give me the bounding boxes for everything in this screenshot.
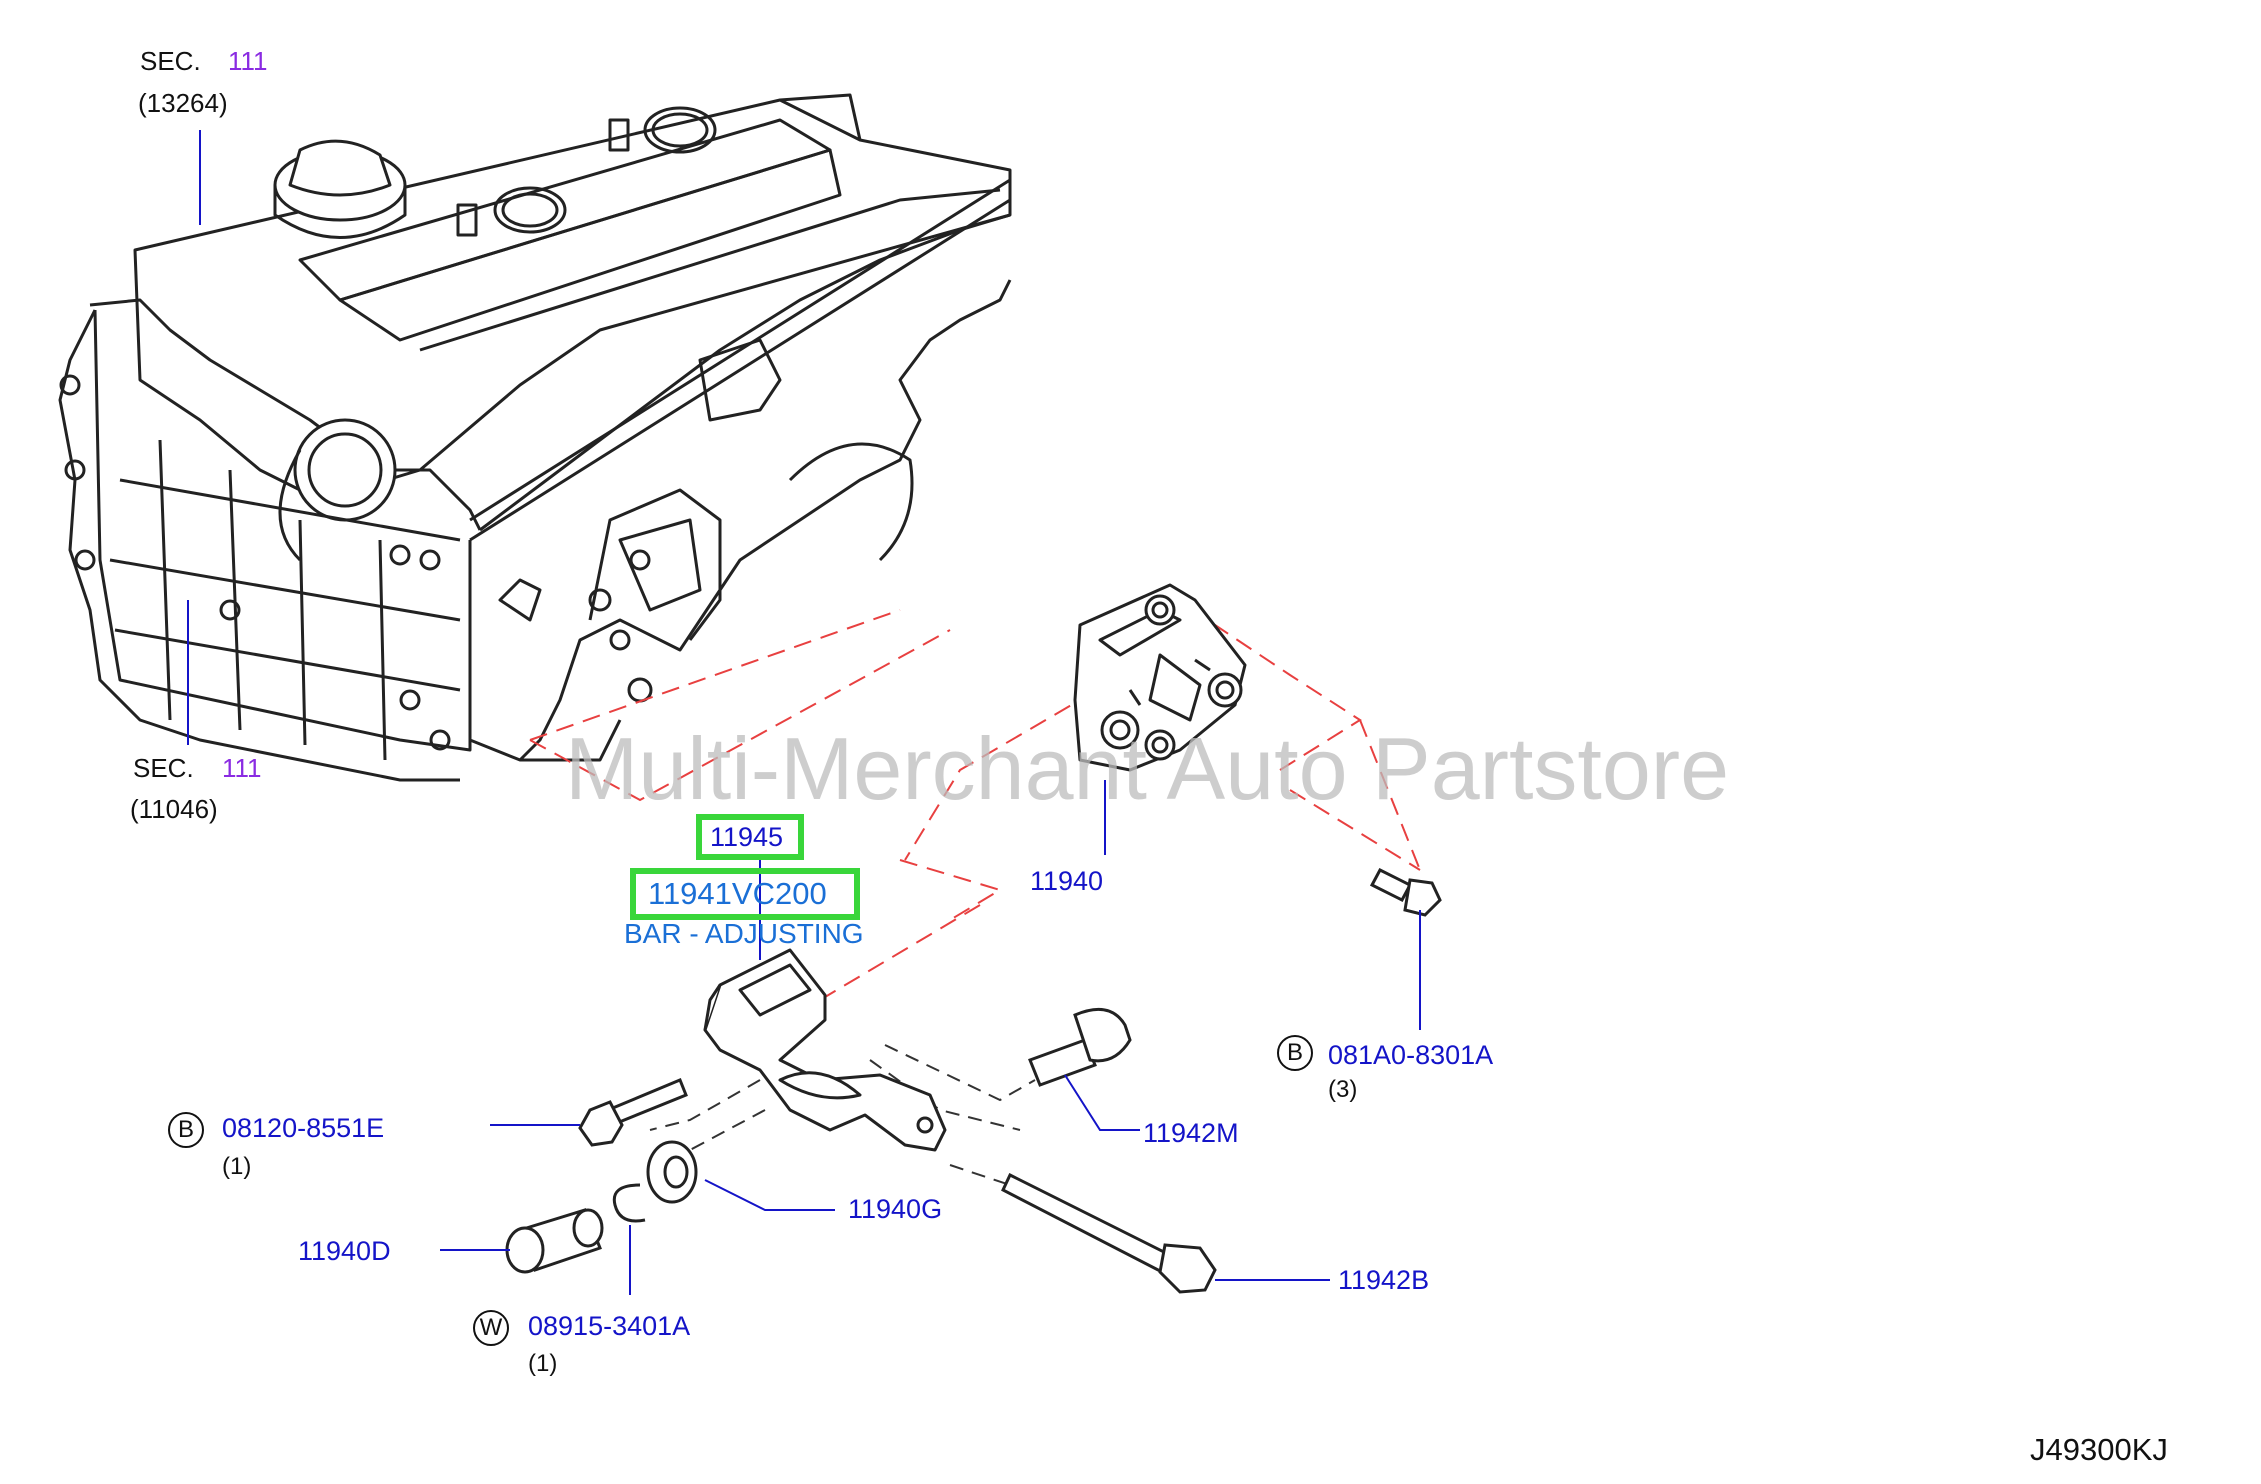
bolt-marker-b-circle-left: B	[168, 1112, 204, 1148]
bolt-11942b-drawing	[1001, 1172, 1217, 1294]
rocker-cover-drawing	[58, 93, 1012, 782]
sec-prefix-bottom: SEC.	[133, 753, 194, 783]
part-11940-link[interactable]: 11940	[1030, 866, 1104, 896]
bolt-marker-b-circle: B	[1277, 1035, 1313, 1071]
part-08120-8551e-link[interactable]: 08120-8551E	[222, 1113, 385, 1143]
part-08915-3401a-link[interactable]: 08915-3401A	[528, 1311, 691, 1341]
qty-08915: (1)	[528, 1350, 558, 1377]
part-11945-link[interactable]: 11945	[710, 822, 784, 852]
washer-11940g-drawing	[646, 1140, 698, 1204]
sec-ref-top: (13264)	[138, 88, 228, 118]
part-11942m-link[interactable]: 11942M	[1143, 1118, 1239, 1148]
sec-prefix-top: SEC.	[140, 46, 201, 76]
part-11941vc200-link[interactable]: 11941VC200	[648, 876, 827, 911]
sec-ref-bottom: (11046)	[130, 794, 218, 824]
flange-bolt-081a0-drawing	[1369, 868, 1442, 917]
sec-number-bottom-link[interactable]: 111	[222, 753, 262, 783]
mounting-bracket-drawing	[1073, 583, 1247, 772]
adjusting-bar-drawing	[703, 948, 947, 1152]
qty-08120: (1)	[222, 1153, 252, 1180]
diagram-code: J49300KJ	[2030, 1432, 2168, 1467]
highlight-box-11945	[696, 814, 804, 860]
part-081a0-8301a-link[interactable]: 081A0-8301A	[1328, 1040, 1494, 1070]
part-name-bar-adjusting: BAR - ADJUSTING	[624, 918, 864, 949]
watermark-text: Multi-Merchant Auto Partstore	[565, 719, 1730, 818]
callout-leaders	[187, 130, 1421, 1295]
bolt-11942m-drawing	[1028, 1007, 1132, 1087]
clip-08915-drawing	[612, 1183, 646, 1223]
spacer-11940d-drawing	[505, 1208, 604, 1274]
washer-marker-w-circle: W	[473, 1310, 509, 1346]
part-11942b-link[interactable]: 11942B	[1338, 1265, 1430, 1295]
part-11940d-link[interactable]: 11940D	[298, 1236, 391, 1266]
sec-number-top-link[interactable]: 111	[228, 46, 268, 76]
bolt-08120-drawing	[578, 1078, 688, 1147]
qty-081a0: (3)	[1328, 1076, 1358, 1103]
part-11940g-link[interactable]: 11940G	[848, 1194, 943, 1224]
alignment-dashes	[529, 609, 1421, 1001]
highlight-box-11941vc200	[630, 868, 860, 920]
